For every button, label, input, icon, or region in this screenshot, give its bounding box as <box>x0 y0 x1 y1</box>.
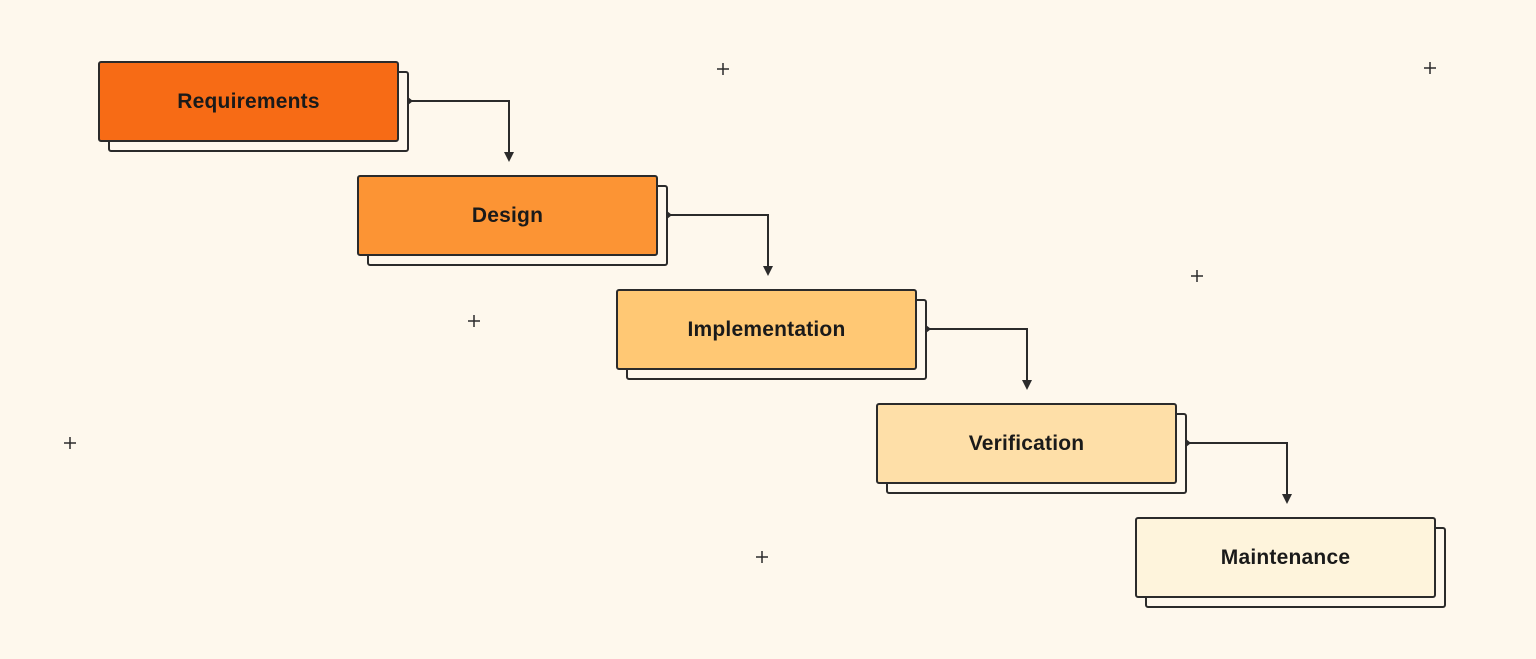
stage-label: Implementation <box>687 317 846 341</box>
connector-arrow <box>408 100 510 154</box>
stage-box[interactable]: Maintenance <box>1135 517 1436 598</box>
stage-box[interactable]: Design <box>357 175 658 256</box>
arrowhead-icon <box>1022 380 1032 390</box>
stage-maintenance[interactable]: Maintenance <box>1135 517 1446 608</box>
stage-verification[interactable]: Verification <box>876 403 1187 494</box>
connector-nub <box>408 97 1191 447</box>
plus-marker-decoration <box>468 315 480 327</box>
arrowhead-icon <box>1282 494 1292 504</box>
plus-marker-decoration <box>1424 62 1436 74</box>
stage-design[interactable]: Design <box>357 175 668 266</box>
connector-arrow <box>667 214 769 268</box>
arrowhead-icon <box>504 152 514 162</box>
stage-label: Verification <box>968 431 1085 455</box>
stage-label: Requirements <box>177 89 320 113</box>
stage-label: Design <box>471 203 544 227</box>
arrowhead-icon <box>763 266 773 276</box>
stage-box[interactable]: Implementation <box>616 289 917 370</box>
connector-arrow <box>926 328 1028 382</box>
stage-box[interactable]: Verification <box>876 403 1177 484</box>
stage-box[interactable]: Requirements <box>98 61 399 142</box>
plus-marker-decoration <box>64 437 76 449</box>
stage-label: Maintenance <box>1220 545 1351 569</box>
stage-implementation[interactable]: Implementation <box>616 289 927 380</box>
stage-requirements[interactable]: Requirements <box>98 61 409 152</box>
plus-marker-decoration <box>756 551 768 563</box>
plus-marker-decoration <box>1191 270 1203 282</box>
connector-arrow <box>1186 442 1288 496</box>
plus-marker-decoration <box>717 63 729 75</box>
